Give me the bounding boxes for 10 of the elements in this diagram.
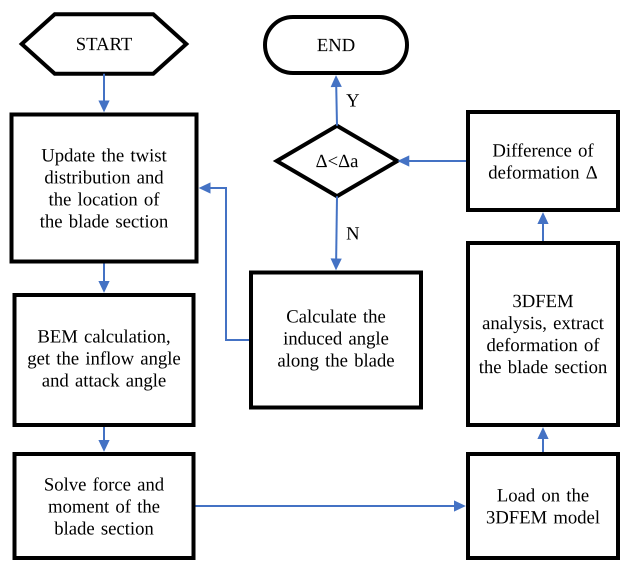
- process-box: Load on the 3DFEM model: [466, 452, 620, 560]
- edge-label: N: [344, 226, 361, 241]
- process-box: BEM calculation, get the inflow angle and attack angle: [12, 293, 196, 427]
- process-box: Calculate the induced angle along the blade: [249, 270, 423, 410]
- process-box: Update the twist distribution and the location of the blade section: [10, 112, 198, 264]
- process-box: Difference of deformation Δ: [466, 110, 620, 212]
- process-box: Solve force and moment of the blade section: [12, 452, 196, 560]
- end-terminal: END: [263, 15, 409, 75]
- edge-label: Y: [344, 92, 361, 108]
- process-box: 3DFEM analysis, extract deformation of the blade section: [466, 241, 620, 427]
